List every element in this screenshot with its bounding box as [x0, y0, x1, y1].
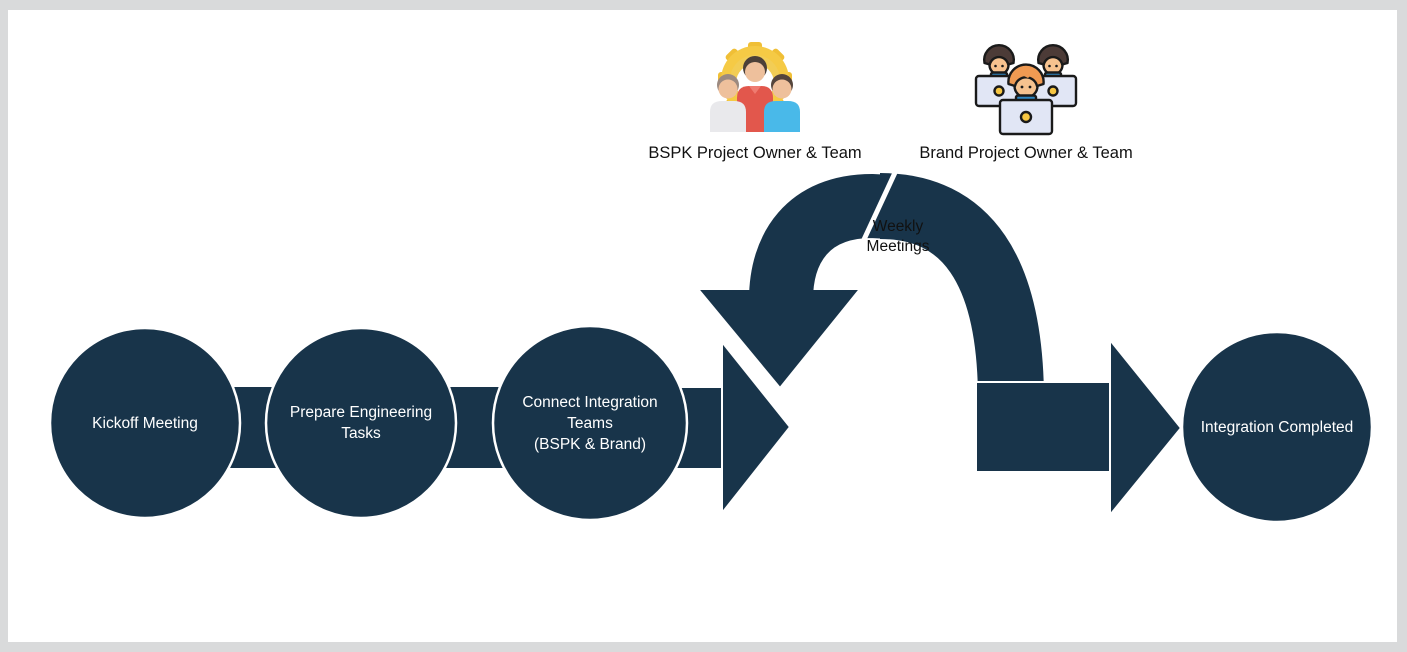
laptop-team-icon: [972, 36, 1080, 136]
step-label-text: Prepare Engineering Tasks: [289, 404, 433, 442]
step-label-text: Integration Completed: [1200, 418, 1354, 436]
weekly-meetings-line1: Weekly: [872, 218, 924, 235]
bspk-team-label: BSPK Project Owner & Team: [648, 144, 862, 162]
step-circle-prepare: [264, 326, 458, 520]
loop-left-arc: [749, 173, 914, 312]
arc-crossing-gap: [858, 162, 902, 248]
step-circle-completed: [1180, 330, 1374, 524]
front-center-laptop-person: [998, 63, 1054, 136]
weekly-meetings-label: Weekly Meetings: [838, 217, 958, 257]
arrow-2-head: [1109, 337, 1183, 518]
gear-team-icon: [704, 36, 804, 132]
diagram-canvas: [8, 10, 1397, 642]
weekly-meetings-line2: Meetings: [866, 238, 930, 255]
step-label-text: Kickoff Meeting: [92, 414, 198, 432]
left-person-icon: [710, 74, 746, 132]
step-sublabel-text: (BSPK & Brand): [534, 435, 646, 453]
step-label-connect: Connect Integration Teams (BSPK & Brand): [492, 343, 688, 503]
loop-right-arc: [878, 173, 1044, 430]
step-label-text: Connect Integration Teams: [522, 393, 658, 432]
step-label-completed: Integration Completed: [1182, 347, 1372, 507]
right-person-icon: [764, 74, 800, 132]
arrow-2-tail: [975, 381, 1111, 473]
step-label-kickoff: Kickoff Meeting: [55, 343, 235, 503]
arrow-1-head: [721, 339, 792, 516]
step-circle-connect: [491, 324, 689, 522]
step-circle-kickoff: [48, 326, 242, 520]
step-label-prepare: Prepare Engineering Tasks: [271, 343, 451, 503]
arrow-right-2: [975, 337, 1183, 518]
brand-team-label: Brand Project Owner & Team: [919, 144, 1133, 162]
